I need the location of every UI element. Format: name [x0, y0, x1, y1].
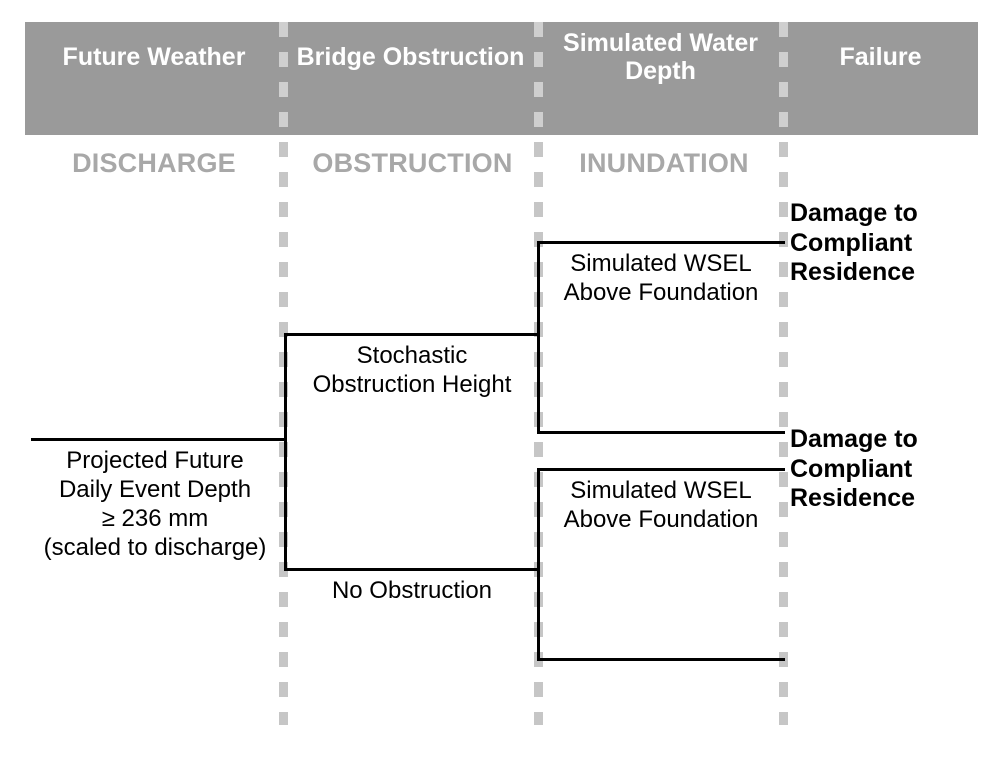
- header-cell-future-weather: Future Weather: [62, 42, 246, 71]
- column-divider-1-header-segment: [279, 22, 288, 135]
- inundation-branch-1-line: [537, 241, 785, 244]
- obstruction-branch-2-line: [284, 568, 540, 571]
- inundation-split-1-connector: [537, 241, 540, 432]
- inundation-branch-2-label: Simulated WSEL Above Foundation: [563, 477, 759, 534]
- inundation-branch-2-lower-line: [537, 658, 785, 661]
- obstruction-branch-1-line: [284, 333, 540, 336]
- header-cell-failure: Failure: [839, 42, 922, 71]
- failure-outcome-1-label: Damage to Compliant Residence: [790, 199, 918, 286]
- root-node-label: Projected Future Daily Event Depth ≥ 236…: [43, 447, 267, 562]
- stage-label-inundation: INUNDATION: [579, 147, 749, 178]
- column-divider-1: [279, 22, 288, 725]
- inundation-branch-2-line: [537, 468, 785, 471]
- obstruction-branch-1-label: Stochastic Obstruction Height: [312, 342, 512, 399]
- column-divider-3: [779, 22, 788, 725]
- stage-label-obstruction: OBSTRUCTION: [312, 147, 513, 178]
- inundation-split-2-connector: [537, 468, 540, 659]
- root-branch-line: [31, 438, 285, 441]
- obstruction-split-connector: [284, 333, 287, 569]
- column-divider-2-header-segment: [534, 22, 543, 135]
- failure-outcome-2-label: Damage to Compliant Residence: [790, 425, 918, 512]
- header-band: [25, 22, 978, 135]
- column-divider-3-header-segment: [779, 22, 788, 135]
- header-cell-simulated-water-depth: Simulated Water Depth: [563, 28, 758, 85]
- stage-label-discharge: DISCHARGE: [72, 147, 236, 178]
- obstruction-branch-2-label: No Obstruction: [331, 577, 493, 604]
- inundation-branch-1-label: Simulated WSEL Above Foundation: [563, 250, 759, 307]
- inundation-branch-1-lower-line: [537, 431, 785, 434]
- header-cell-bridge-obstruction: Bridge Obstruction: [296, 42, 525, 71]
